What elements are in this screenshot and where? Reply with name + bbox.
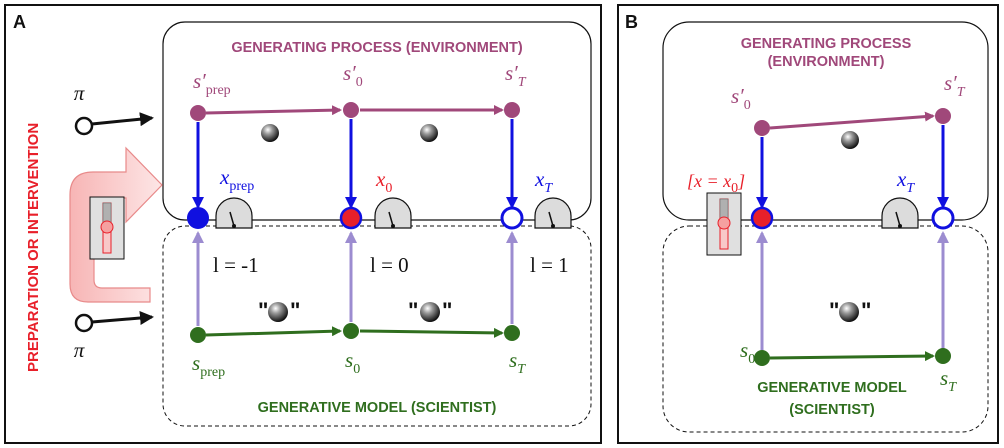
label-s-prep: sprep [192, 351, 225, 380]
quoted-ball-1: " " [258, 298, 300, 323]
node-s-prep [190, 327, 206, 343]
policy-input-bottom: π [74, 311, 154, 362]
node-x-T [500, 206, 524, 230]
panel-b-letter: B [625, 12, 638, 32]
prediction-arrows-b [756, 231, 949, 350]
svg-text:": " [408, 298, 418, 323]
label-s-prime-prep: s′prep [193, 69, 231, 98]
model-title: GENERATIVE MODEL (SCIENTIST) [258, 400, 497, 416]
label-b-s-prime-T: s′T [944, 71, 966, 100]
model-box-b [662, 225, 989, 433]
label-b-s-prime-0: s′0 [731, 84, 751, 113]
label-x-T: xT [534, 167, 553, 196]
node-b-x-0 [750, 206, 774, 230]
label-b-s-0: s0 [740, 338, 755, 367]
model-title-b-line1: GENERATIVE MODEL [757, 380, 907, 396]
svg-text:": " [442, 298, 452, 323]
observation-arrows [192, 119, 518, 209]
label-b-s-T: sT [940, 366, 957, 395]
node-b-s-T [935, 348, 951, 364]
node-b-x-T [931, 206, 955, 230]
node-s-T [504, 325, 520, 341]
environment-box-b [662, 21, 989, 221]
meter-icon-prep [215, 197, 253, 229]
slider-icon [89, 196, 125, 260]
svg-text:": " [861, 298, 871, 323]
panel-a-letter: A [13, 12, 26, 32]
label-l-prep: l = -1 [213, 253, 259, 277]
intervention-curved-arrow [69, 146, 163, 303]
policy-input-top: π [74, 81, 154, 136]
node-b-s-0 [754, 350, 770, 366]
env-title: GENERATING PROCESS (ENVIRONMENT) [231, 40, 523, 56]
quoted-ball-b: " " [829, 298, 871, 323]
node-s-prime-prep [190, 105, 206, 121]
env-title-b-line2: (ENVIRONMENT) [768, 54, 885, 70]
svg-text:": " [290, 298, 300, 323]
pi-top-label: π [74, 81, 85, 105]
node-b-s-prime-0 [754, 120, 770, 136]
meter-icon-b [881, 197, 919, 229]
node-s-prime-T [504, 102, 520, 118]
panel-b-frame [617, 4, 999, 444]
model-chain [190, 323, 520, 343]
meter-icon-T [534, 197, 572, 229]
label-b-intervention: [x = x0] [687, 171, 745, 196]
quoted-ball-2: " " [408, 298, 452, 323]
label-s-T: sT [509, 348, 526, 377]
prediction-arrows [192, 231, 518, 326]
panel-a: A GENERATING PROCESS (ENVIRONMENT) GENER… [4, 4, 602, 444]
env-title-b-line1: GENERATING PROCESS [741, 36, 912, 52]
label-l-T: l = 1 [530, 253, 569, 277]
label-b-x-T: xT [896, 167, 915, 196]
ball-env-b [841, 131, 859, 149]
node-s-prime-0 [343, 102, 359, 118]
side-title: PREPARATION OR INTERVENTION [25, 123, 42, 372]
label-x-prep: xprep [219, 165, 254, 194]
node-x-0 [339, 206, 363, 230]
panel-b: B GENERATING PROCESS (ENVIRONMENT) GENER… [617, 4, 999, 444]
svg-text:": " [258, 298, 268, 323]
label-x-0: x0 [375, 167, 392, 196]
observation-arrows-b [756, 125, 949, 209]
model-chain-b [754, 348, 951, 366]
node-s-0 [343, 323, 359, 339]
env-chain [190, 102, 520, 142]
node-x-prep [187, 207, 209, 229]
ball-env-1 [261, 124, 279, 142]
ball-env-2 [420, 124, 438, 142]
label-s-0: s0 [345, 348, 360, 377]
label-l-0: l = 0 [370, 253, 409, 277]
node-b-s-prime-T [935, 108, 951, 124]
svg-text:": " [829, 298, 839, 323]
env-chain-b [754, 108, 951, 149]
pi-bottom-label: π [74, 338, 85, 362]
slider-icon-b [706, 192, 742, 256]
panel-a-frame [4, 4, 602, 444]
model-title-b-line2: (SCIENTIST) [789, 402, 875, 418]
label-s-prime-0: s′0 [343, 61, 363, 90]
meter-icon-0 [374, 197, 412, 229]
label-s-prime-T: s′T [505, 61, 527, 90]
